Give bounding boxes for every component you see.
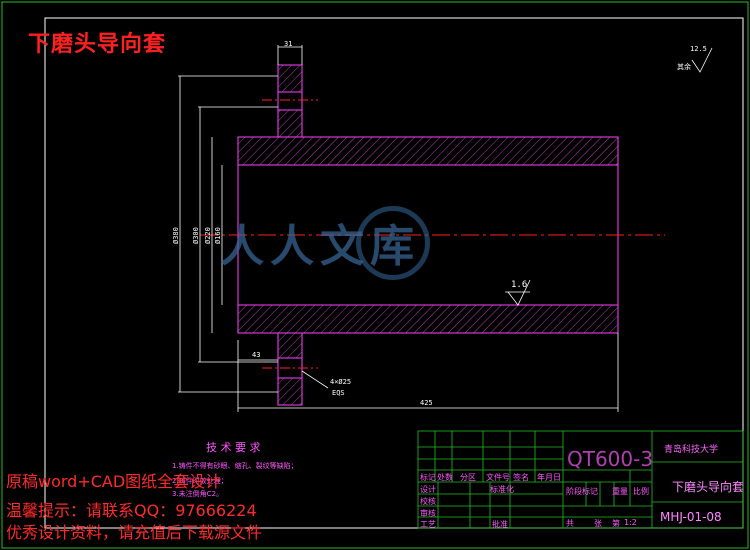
sheet-no-label: 第: [612, 519, 620, 528]
roughness-center-value: 1.6: [511, 280, 528, 290]
tech-note-1: 1.铸件不得有砂眼、缩孔、裂纹等缺陷；: [172, 462, 298, 470]
check-label: 校核: [420, 497, 436, 506]
roughness-symbol-top: [691, 47, 713, 73]
dim-step-43: 43: [252, 351, 261, 359]
promo-line-3: 优秀设计资料，请充值后下载源文件: [6, 523, 263, 542]
roughness-top-value: 12.5: [690, 45, 707, 53]
roughness-symbol-center: [505, 279, 531, 306]
standard-label: 标准化: [490, 485, 514, 494]
process-label: 工艺: [420, 520, 436, 529]
promo-line-2: 温馨提示：请联系QQ：97666224: [6, 501, 257, 520]
dim-d220: Ø220: [204, 227, 212, 244]
drawing-frame: [44, 17, 744, 529]
roughness-top-label: 其余: [677, 63, 691, 71]
dim-holes-eqs: EQS: [332, 389, 345, 397]
drawing-title: 下磨头导向套: [28, 32, 167, 57]
promo-line-1: 原稿word+CAD图纸全套设计: [6, 472, 222, 491]
scale-label: 比例: [633, 487, 649, 496]
scale-value: 1:2: [624, 518, 637, 527]
drawing-number: MHJ-01-08: [660, 510, 722, 524]
dim-d380: Ø380: [172, 227, 180, 244]
weight-label: 重量: [612, 487, 628, 496]
approve-label: 批准: [492, 520, 508, 529]
watermark-circle: [356, 206, 430, 280]
sheet-label: 张: [594, 519, 602, 528]
tech-notes-title: 技 术 要 求: [206, 441, 261, 454]
sheets-total: 共: [566, 519, 574, 528]
dim-d300: Ø300: [192, 227, 200, 244]
dim-d160: Ø160: [214, 227, 222, 244]
tech-note-2: 2.铸件时效处理；: [172, 477, 228, 485]
stage-label: 阶段标记: [566, 487, 598, 496]
zone-label: 分区: [460, 473, 476, 482]
dim-holes: 4×Ø25: [330, 378, 352, 386]
tech-note-3: 3.未注倒角C2。: [172, 490, 224, 498]
review-label: 审核: [420, 509, 436, 518]
date-label: 年月日: [537, 473, 561, 482]
school-name: 青岛科技大学: [664, 445, 719, 455]
part-name: 下磨头导向套: [672, 480, 745, 494]
part-section-upper: [237, 64, 619, 166]
dim-length-425: 425: [420, 399, 433, 407]
title-block-grid: [417, 430, 744, 529]
material-label: QT600-3: [567, 447, 654, 471]
signature-label: 签名: [513, 473, 529, 482]
count-label: 处数: [437, 473, 453, 482]
part-section-lower: [237, 304, 619, 406]
dimension-lines: [178, 45, 619, 412]
mark-label: 标记: [420, 473, 436, 482]
design-label: 设计: [420, 485, 436, 494]
dim-flange-width: 31: [284, 40, 293, 48]
watermark-text: 人人文库: [220, 221, 420, 272]
file-no-label: 文件号: [486, 473, 510, 482]
